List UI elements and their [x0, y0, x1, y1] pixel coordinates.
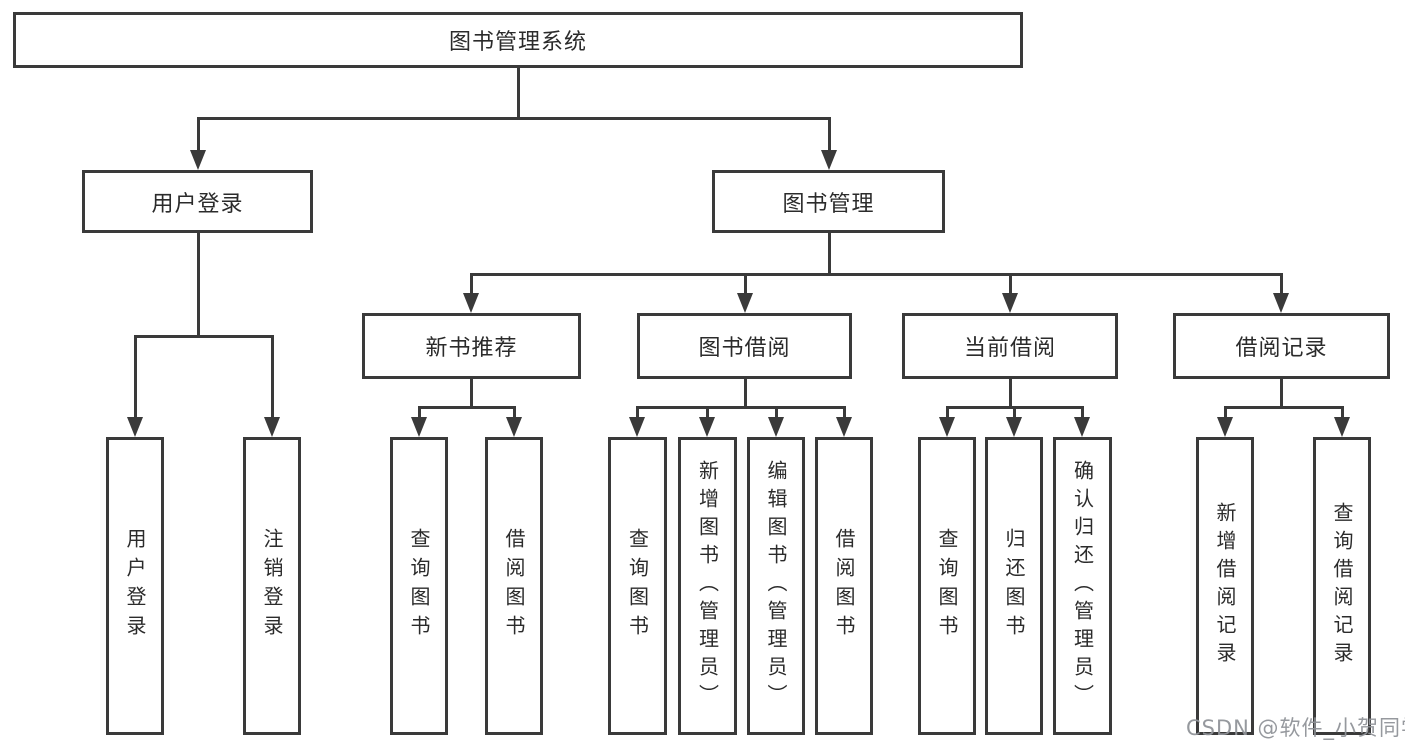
connector-line — [133, 334, 274, 338]
node-new-book-recommend: 新书推荐 — [362, 313, 581, 379]
node-borrow-record: 借阅记录 — [1173, 313, 1390, 379]
arrowhead-down-icon — [737, 293, 753, 313]
arrowhead-down-icon — [1074, 417, 1090, 437]
connector-line — [945, 406, 949, 418]
arrowhead-down-icon — [411, 417, 427, 437]
arrowhead-down-icon — [629, 417, 645, 437]
arrowhead-down-icon — [127, 417, 143, 437]
node-leaf-logout: 注销登录 — [243, 437, 301, 735]
connector-line — [1008, 379, 1012, 409]
connector-line — [196, 117, 200, 151]
connector-line — [1279, 379, 1283, 409]
node-root: 图书管理系统 — [13, 12, 1023, 68]
node-leaf-edit-books-admin: 编辑图书（管理员） — [747, 437, 805, 735]
connector-line — [635, 405, 846, 409]
connector-line — [1223, 406, 1227, 418]
arrowhead-down-icon — [463, 293, 479, 313]
node-leaf-query-books-1: 查询图书 — [390, 437, 448, 735]
arrowhead-down-icon — [1273, 293, 1289, 313]
connector-line — [1080, 406, 1084, 418]
node-leaf-return-books: 归还图书 — [985, 437, 1043, 735]
connector-line — [1008, 273, 1012, 294]
connector-line — [1012, 406, 1016, 418]
connector-line — [469, 379, 473, 409]
connector-line — [512, 406, 516, 418]
node-current-borrow: 当前借阅 — [902, 313, 1118, 379]
arrowhead-down-icon — [1006, 417, 1022, 437]
connector-line — [774, 406, 778, 418]
arrowhead-down-icon — [699, 417, 715, 437]
node-leaf-borrow-books-1: 借阅图书 — [485, 437, 543, 735]
arrowhead-down-icon — [506, 417, 522, 437]
connector-line — [417, 406, 421, 418]
connector-line — [270, 335, 274, 418]
connector-line — [1340, 406, 1344, 418]
connector-line — [827, 117, 831, 151]
arrowhead-down-icon — [768, 417, 784, 437]
connector-line — [516, 68, 520, 120]
watermark: CSDN @软件_小贺同学 — [1186, 716, 1405, 740]
connector-line — [469, 272, 1283, 276]
connector-line — [743, 379, 747, 409]
connector-line — [469, 273, 473, 294]
connector-line — [1279, 273, 1283, 294]
node-leaf-confirm-return-admin: 确认归还（管理员） — [1053, 437, 1112, 735]
arrowhead-down-icon — [1217, 417, 1233, 437]
arrowhead-down-icon — [190, 150, 206, 170]
node-leaf-query-books-3: 查询图书 — [918, 437, 976, 735]
node-leaf-add-borrow-record: 新增借阅记录 — [1196, 437, 1254, 735]
connector-line — [1223, 405, 1344, 409]
node-book-borrow: 图书借阅 — [637, 313, 852, 379]
connector-line — [417, 405, 516, 409]
connector-line — [743, 273, 747, 294]
connector-line — [196, 116, 831, 120]
connector-line — [635, 406, 639, 418]
node-leaf-query-books-2: 查询图书 — [608, 437, 667, 735]
connector-line — [705, 406, 709, 418]
arrowhead-down-icon — [1002, 293, 1018, 313]
node-leaf-query-borrow-record: 查询借阅记录 — [1313, 437, 1371, 735]
node-user-login: 用户登录 — [82, 170, 313, 233]
connector-line — [196, 233, 200, 338]
arrowhead-down-icon — [1334, 417, 1350, 437]
node-leaf-add-books-admin: 新增图书（管理员） — [678, 437, 737, 735]
arrowhead-down-icon — [821, 150, 837, 170]
connector-line — [827, 233, 831, 276]
node-book-management: 图书管理 — [712, 170, 945, 233]
connector-line — [842, 406, 846, 418]
arrowhead-down-icon — [836, 417, 852, 437]
arrowhead-down-icon — [939, 417, 955, 437]
connector-line — [133, 335, 137, 418]
node-leaf-user-login: 用户登录 — [106, 437, 164, 735]
arrowhead-down-icon — [264, 417, 280, 437]
node-leaf-borrow-books-2: 借阅图书 — [815, 437, 873, 735]
